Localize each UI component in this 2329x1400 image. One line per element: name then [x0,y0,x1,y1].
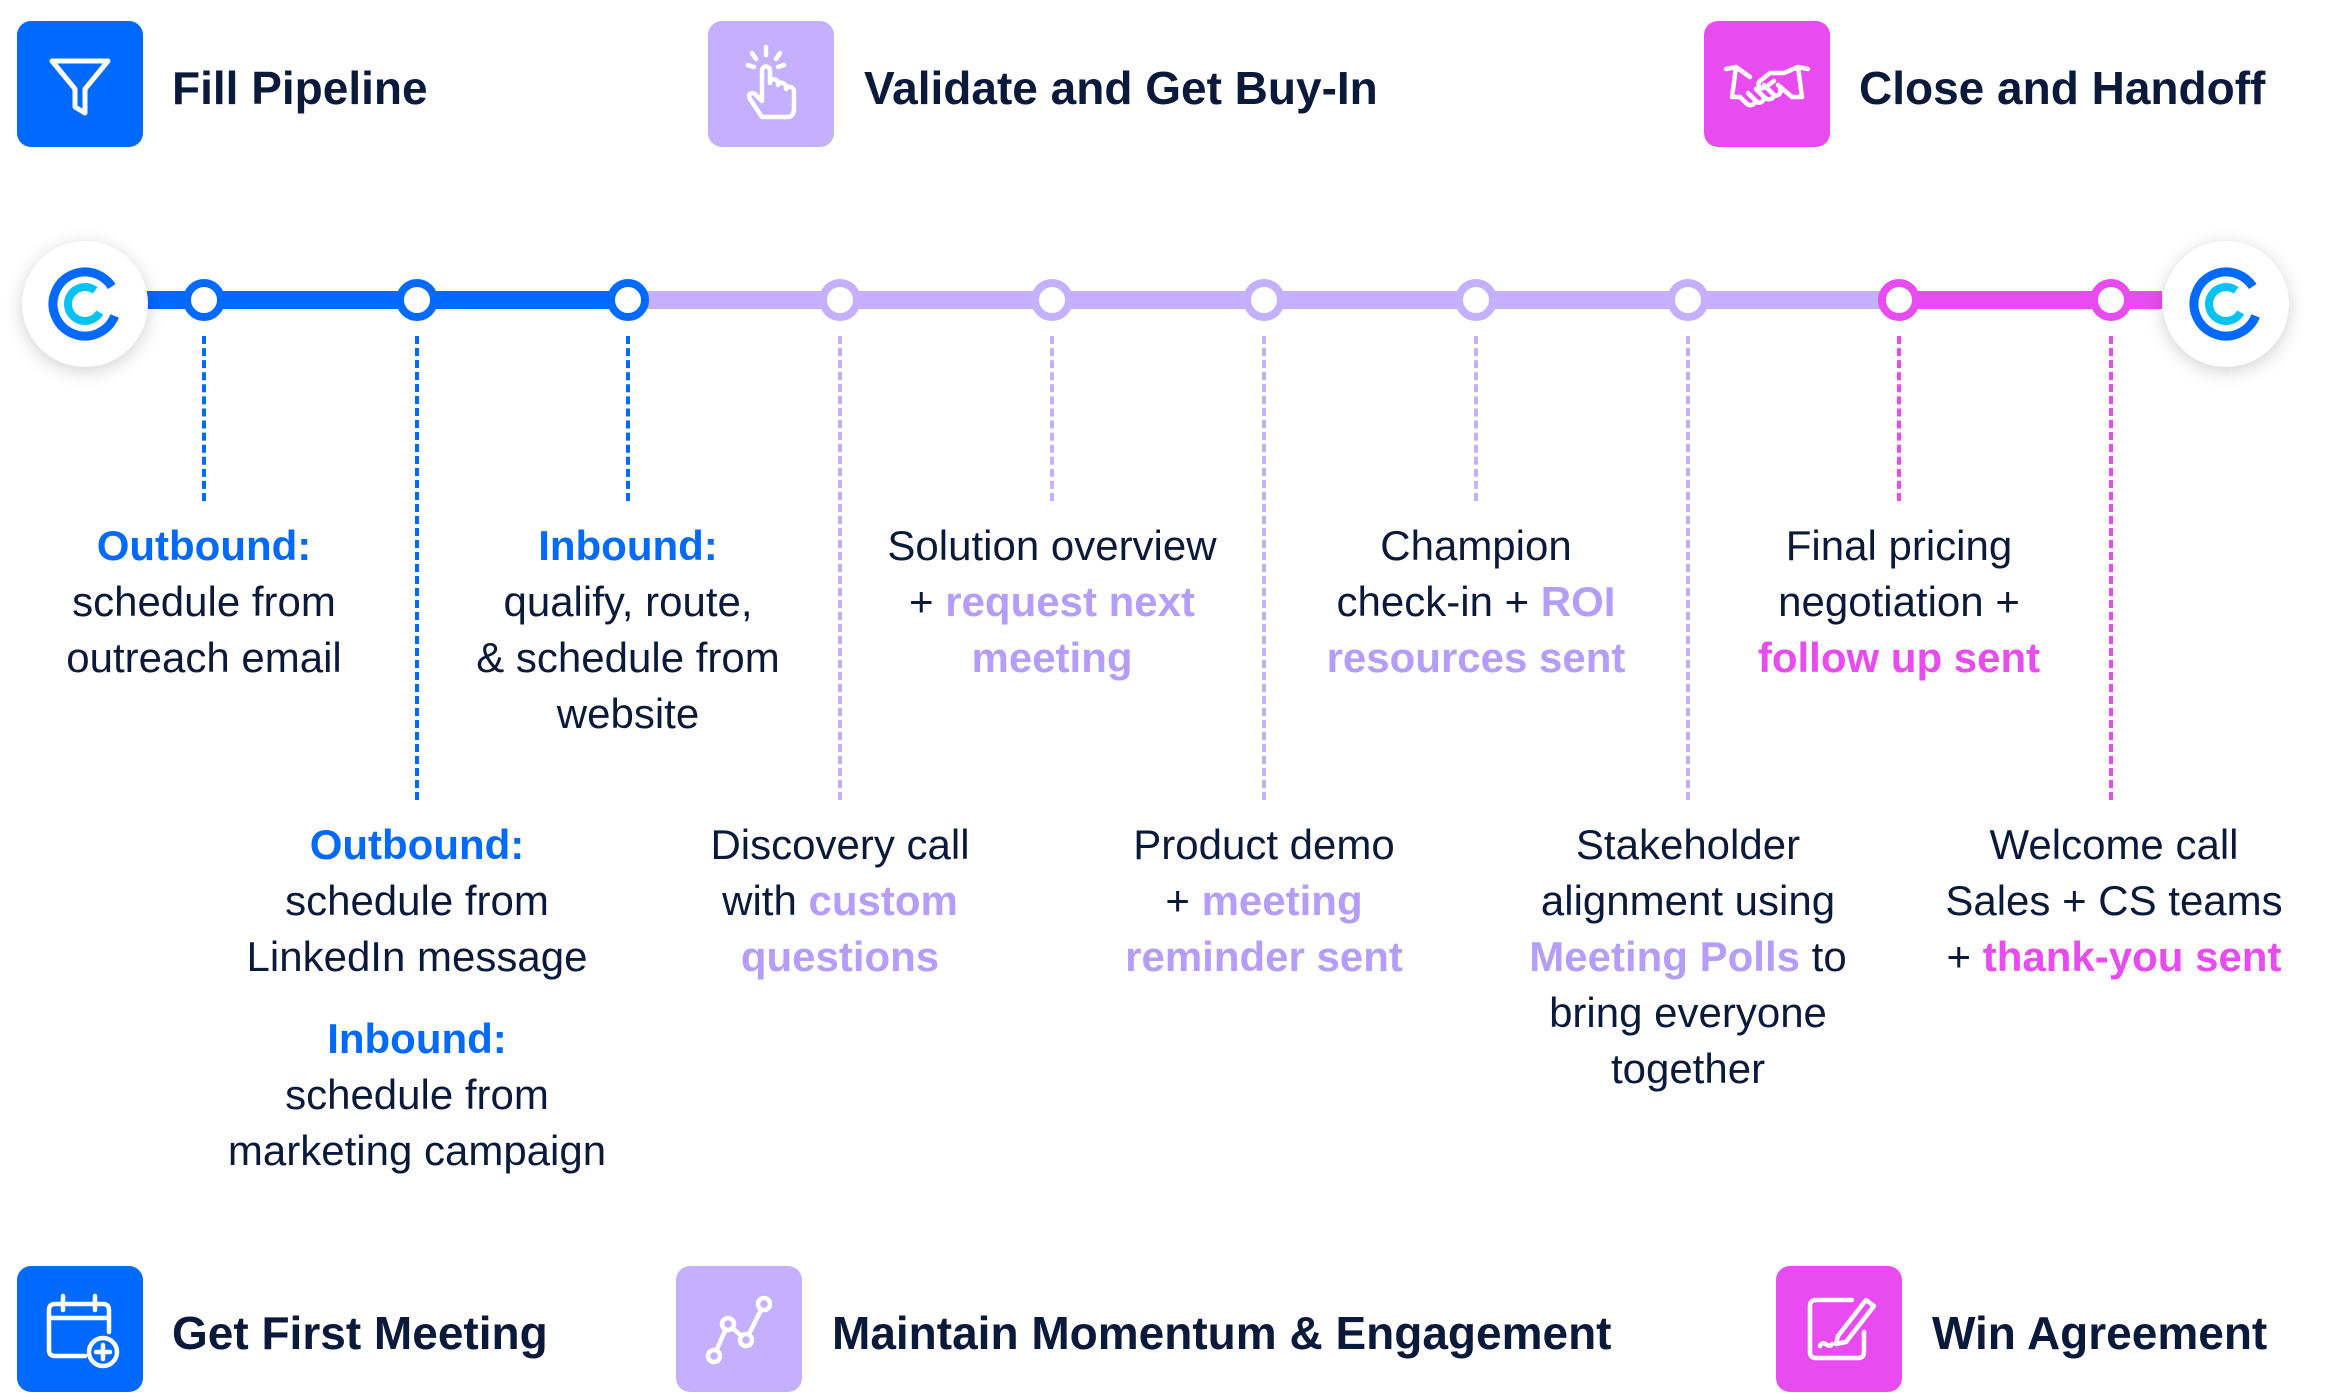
stage-label-maintain-momentum: Maintain Momentum & Engagement [832,1307,1612,1359]
signature-icon [1807,1297,1877,1361]
step-6-prefix: + [1165,877,1202,924]
step-2-heading-1: Outbound: [309,821,525,868]
step-8-line-4: bring everyone [1549,989,1827,1036]
step-7-line-1: Champion [1380,522,1572,569]
step-4-text: Discovery call with custom questions [640,817,1040,985]
step-1-heading: Outbound: [96,522,312,569]
step-4-prefix: with [722,877,809,924]
step-3-heading: Inbound: [538,522,718,569]
close-handoff-tile [1704,21,1830,147]
step-10-highlight: thank-you sent [1982,933,2282,980]
step-2-text: Outbound: schedule from LinkedIn message… [192,817,642,1179]
step-9-text: Final pricing negotiation + follow up se… [1699,518,2099,686]
timeline-node-7 [1455,279,1497,321]
calendar-add-icon [46,1293,120,1369]
timeline-node-6 [1243,279,1285,321]
timeline-node-8 [1667,279,1709,321]
connector-2 [415,336,419,800]
connector-3 [626,336,630,501]
tap-hand-icon [745,44,797,120]
step-9-highlight: follow up sent [1757,634,2041,681]
step-7-highlight-2: resources sent [1326,634,1626,681]
step-3-line-1: qualify, route, [503,578,753,625]
step-7-text: Champion check-in + ROI resources sent [1276,518,1676,686]
stage-label-close-handoff: Close and Handoff [1859,62,2266,114]
step-6-line-1: Product demo [1133,821,1395,868]
funnel-icon [49,58,111,116]
timeline-segment-blue [123,291,628,309]
step-8-line-2: alignment using [1540,877,1836,924]
step-1-text: Outbound: schedule from outreach email [4,518,404,686]
end-logo [2163,241,2289,367]
connector-6 [1262,336,1266,800]
timeline-node-5 [1031,279,1073,321]
step-3-line-3: website [556,690,700,737]
step-3-line-2: & schedule from [476,634,780,681]
maintain-momentum-tile [676,1266,802,1392]
handshake-icon [1723,64,1811,108]
step-6-highlight-2: reminder sent [1125,933,1403,980]
step-8-text: Stakeholder alignment using Meeting Poll… [1488,817,1888,1097]
connector-9 [1897,336,1901,501]
timeline-node-10 [2090,279,2132,321]
step-2-line-1: schedule from [285,877,549,924]
step-10-text: Welcome call Sales + CS teams + thank-yo… [1904,817,2324,985]
stage-label-win-agreement: Win Agreement [1932,1307,2268,1359]
timeline-node-3 [607,279,649,321]
step-10-line-1: Welcome call [1989,821,2239,868]
step-6-highlight-1: meeting [1201,877,1363,924]
connector-4 [838,336,842,800]
calendly-logo-icon [48,267,122,341]
step-5-line-1: Solution overview [887,522,1217,569]
step-4-highlight-1: custom [808,877,958,924]
step-2-line-2: LinkedIn message [246,933,588,980]
connector-7 [1474,336,1478,501]
stage-label-get-first-meeting: Get First Meeting [172,1307,548,1359]
timeline-node-9 [1878,279,1920,321]
start-logo [22,241,148,367]
connector-5 [1050,336,1054,501]
step-2-heading-2: Inbound: [327,1015,507,1062]
step-1-line-1: schedule from [72,578,336,625]
trend-line-icon [705,1295,773,1365]
stage-label-validate: Validate and Get Buy-In [864,62,1378,114]
stage-label-fill-pipeline: Fill Pipeline [172,62,428,114]
fill-pipeline-tile [17,21,143,147]
calendly-logo-icon [2189,267,2263,341]
step-8-suffix: to [1800,933,1847,980]
step-8-highlight: Meeting Polls [1529,933,1800,980]
step-6-text: Product demo + meeting reminder sent [1064,817,1464,985]
get-first-meeting-tile [17,1266,143,1392]
win-agreement-tile [1776,1266,1902,1392]
step-3-text: Inbound: qualify, route, & schedule from… [428,518,828,742]
timeline-node-1 [183,279,225,321]
step-5-highlight-1: request next [945,578,1195,625]
step-5-text: Solution overview + request next meeting [852,518,1252,686]
step-1-line-2: outreach email [66,634,342,681]
step-8-line-1: Stakeholder [1575,821,1801,868]
step-5-prefix: + [909,578,946,625]
step-9-line-1: Final pricing [1785,522,2013,569]
timeline-node-2 [396,279,438,321]
connector-8 [1686,336,1690,800]
step-2-line-3: schedule from [285,1071,549,1118]
connector-10 [2109,336,2113,800]
step-10-line-2: Sales + CS teams [1945,877,2283,924]
step-4-highlight-2: questions [740,933,940,980]
step-7-highlight-1: ROI [1540,578,1616,625]
step-8-line-5: together [1610,1045,1766,1092]
step-7-prefix: check-in + [1336,578,1541,625]
connector-1 [202,336,206,501]
validate-tile [708,21,834,147]
step-10-prefix: + [1946,933,1983,980]
step-2-line-4: marketing campaign [227,1127,607,1174]
timeline-node-4 [819,279,861,321]
step-9-line-2: negotiation + [1778,578,2020,625]
step-4-line-1: Discovery call [710,821,970,868]
step-5-highlight-2: meeting [971,634,1133,681]
